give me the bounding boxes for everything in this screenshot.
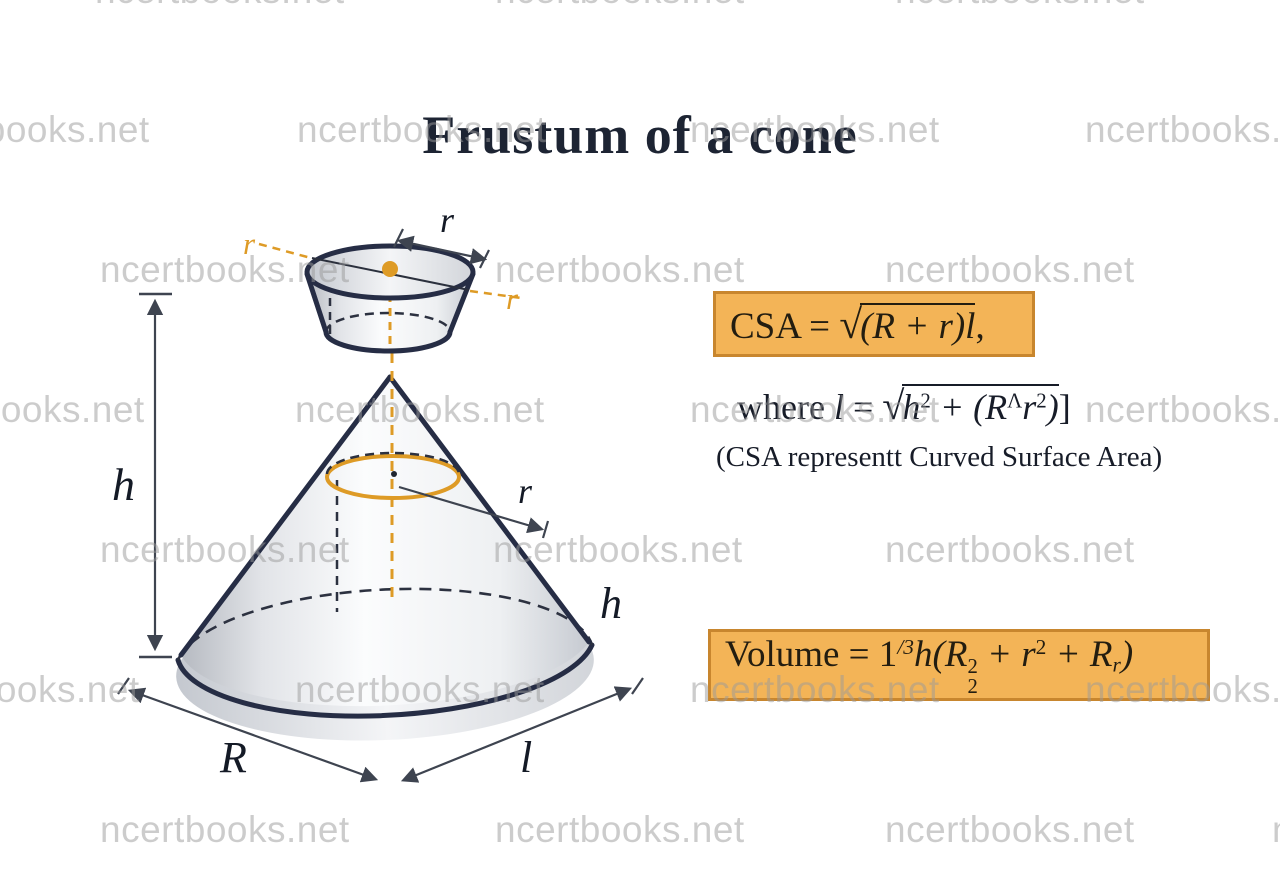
watermark-text: ncertbooks.net — [885, 529, 1135, 570]
R-measure — [117, 677, 379, 783]
l-measure — [400, 677, 644, 783]
section-center-dot — [391, 471, 397, 477]
csa-formula: CSA = √(R + r)l, — [730, 301, 985, 347]
h-left-label: h — [112, 459, 135, 510]
watermark-text: ncertbooks.net — [1085, 389, 1280, 430]
r-top-label: r — [440, 200, 455, 240]
watermark-text: ncertbooks.net — [885, 249, 1135, 290]
watermark-text: ncertbooks.net — [1272, 809, 1280, 851]
frustum-diagram: h r r r r h R l — [112, 200, 644, 783]
section-circle — [325, 353, 550, 612]
r-inner-label: r — [518, 471, 533, 511]
csa-formula-box: CSA = √(R + r)l, — [713, 291, 1035, 357]
R-base-label: R — [219, 733, 247, 782]
r-orange-right-label: r — [506, 281, 519, 316]
frustum-bucket — [258, 242, 522, 354]
page-title: Frustum of a cone — [422, 105, 858, 166]
r-inner-arrow — [398, 485, 545, 534]
watermark-text: ncertbooks.net — [895, 0, 1145, 12]
slant-height-formula: where l = √h2 + (RΛr2)] — [737, 383, 1071, 428]
l-slant-label: l — [520, 733, 532, 782]
r-top-measure — [393, 228, 490, 269]
watermark-text: ncertbooks.net — [885, 809, 1135, 850]
h-measure — [139, 292, 172, 659]
csa-note: (CSA representt Curved Surface Area) — [716, 441, 1163, 473]
h-right-label: h — [600, 579, 622, 628]
cone-body — [175, 374, 595, 719]
top-center-dot — [382, 261, 398, 277]
r-orange-left-label: r — [243, 226, 256, 261]
